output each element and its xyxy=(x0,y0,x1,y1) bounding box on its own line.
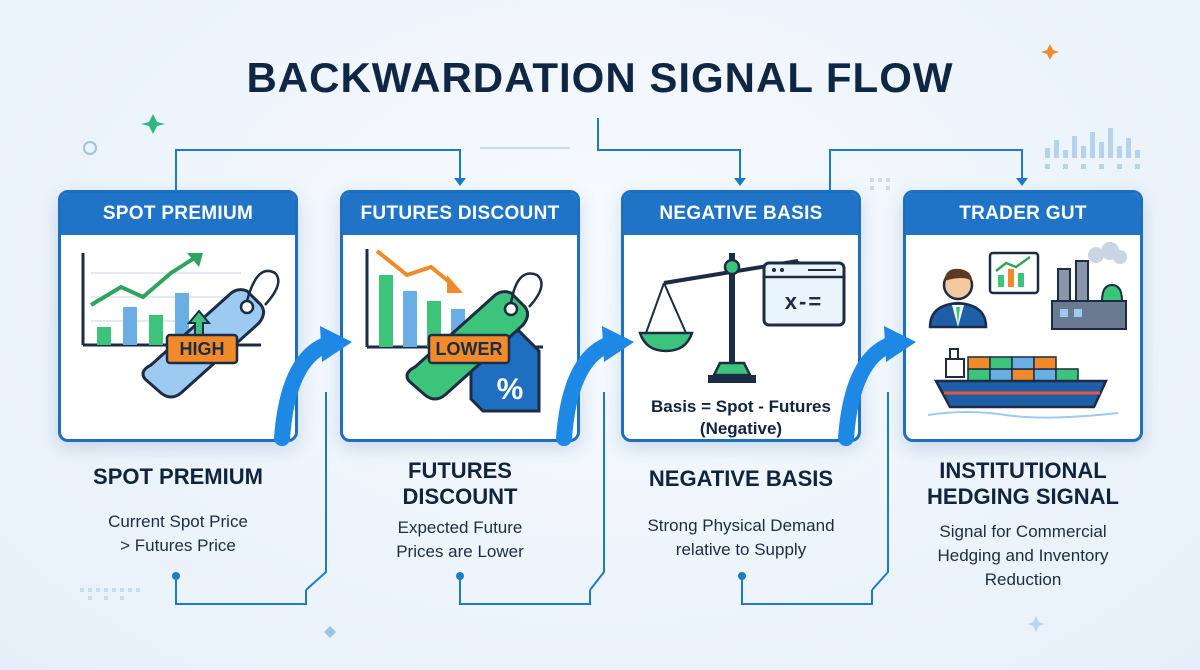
step-desc-line1: Signal for Commercial xyxy=(939,522,1107,541)
step-title-line2: HEDGING SIGNAL xyxy=(927,484,1119,509)
card-header: SPOT PREMIUM xyxy=(61,193,295,235)
flow-arrow-icon xyxy=(274,326,352,446)
price-tag-icon xyxy=(141,269,280,399)
price-tag-icon xyxy=(405,272,543,413)
step-title-line1: INSTITUTIONAL xyxy=(939,458,1107,483)
mini-chart-icon xyxy=(988,251,1040,295)
factory-icon xyxy=(1051,242,1127,330)
high-tag-label: HIGH xyxy=(179,339,225,359)
card-trader-gut: TRADER GUT xyxy=(903,190,1143,442)
trader-gut-illustration xyxy=(927,242,1127,419)
step-desc-line3: Reduction xyxy=(984,570,1062,589)
percent-symbol: % xyxy=(496,373,524,406)
step-desc-line2: relative to Supply xyxy=(675,540,807,559)
businessman-icon xyxy=(928,268,988,329)
flow-arrow-icon xyxy=(838,326,916,446)
page-title: BACKWARDATION SIGNAL FLOW xyxy=(246,54,954,101)
step-desc-line2: Prices are Lower xyxy=(396,542,524,561)
card-header: NEGATIVE BASIS xyxy=(624,193,858,235)
card-negative-basis: NEGATIVE BASIS x-= Basis = Spot - Future… xyxy=(621,190,861,442)
card-futures-discount: FUTURES DISCOUNT LOWER % xyxy=(340,190,580,442)
step-title: NEGATIVE BASIS xyxy=(648,466,834,491)
step-desc-line1: Strong Physical Demand xyxy=(647,516,835,535)
flow-arrow-icon xyxy=(556,326,634,446)
basis-formula-note: (Negative) xyxy=(699,419,783,438)
bottom-connector-lines xyxy=(175,392,889,605)
dot-grid-decoration xyxy=(1045,128,1140,169)
lower-tag-label: LOWER xyxy=(435,339,503,359)
top-connector-lines xyxy=(175,118,1023,190)
negative-basis-illustration xyxy=(638,253,846,383)
card-header: TRADER GUT xyxy=(906,193,1140,235)
sparkle-icon xyxy=(83,44,1059,638)
step-title-line2: DISCOUNT xyxy=(402,484,518,509)
step-desc-line1: Current Spot Price xyxy=(108,512,248,531)
step-desc-line1: Expected Future xyxy=(397,518,523,537)
cargo-ship-icon xyxy=(927,348,1119,419)
connector-arrowheads xyxy=(454,178,1028,186)
futures-discount-illustration xyxy=(365,249,543,413)
card-header: FUTURES DISCOUNT xyxy=(343,193,577,235)
spot-premium-illustration xyxy=(81,253,280,399)
calculator-window-icon xyxy=(762,261,846,327)
step-desc-line2: Hedging and Inventory xyxy=(937,546,1109,565)
step-title: SPOT PREMIUM xyxy=(93,464,263,489)
dot-row-decoration xyxy=(80,178,890,600)
calculator-symbols: x-= xyxy=(784,289,824,314)
card-spot-premium: SPOT PREMIUM HIGH xyxy=(58,190,298,442)
step-title-line1: FUTURES xyxy=(408,458,512,483)
step-desc-line2: > Futures Price xyxy=(120,536,236,555)
basis-formula: Basis = Spot - Futures xyxy=(651,397,831,416)
